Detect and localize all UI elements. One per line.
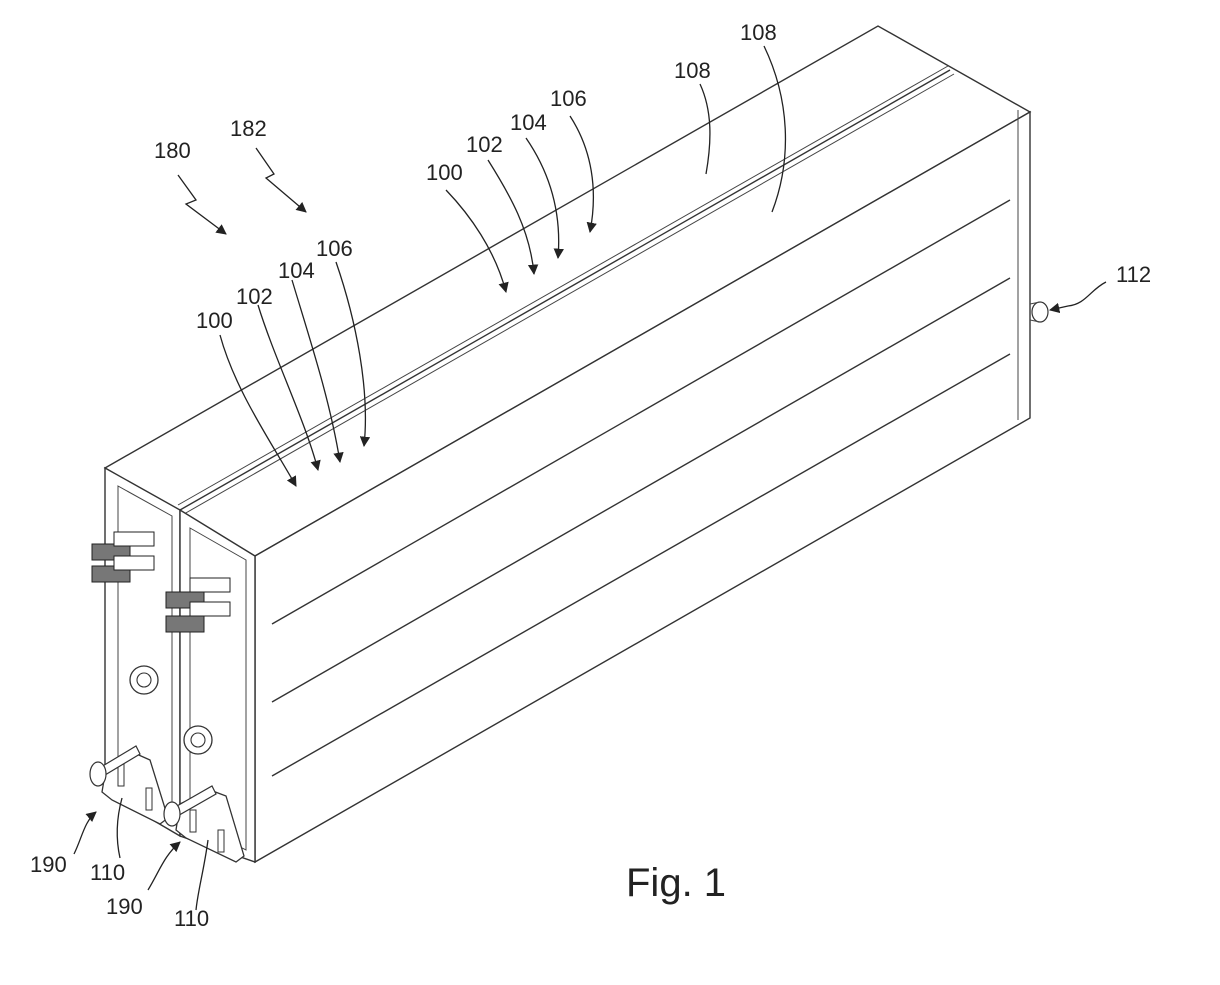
label-top-100: 100 <box>426 160 463 185</box>
label-front-100: 100 <box>196 308 233 333</box>
post-190-b <box>164 802 180 826</box>
label-190-a: 190 <box>30 852 67 877</box>
label-110-b: 110 <box>174 906 209 931</box>
label-top-106: 106 <box>550 86 587 111</box>
terminal-182 <box>184 726 212 754</box>
label-top-104: 104 <box>510 110 547 135</box>
terminal-180 <box>130 666 158 694</box>
label-108-a: 108 <box>674 58 711 83</box>
label-top-102: 102 <box>466 132 503 157</box>
label-front-106: 106 <box>316 236 353 261</box>
post-190-a <box>90 762 106 786</box>
label-front-102: 102 <box>236 284 273 309</box>
label-190-b: 190 <box>106 894 143 919</box>
label-front-104: 104 <box>278 258 315 283</box>
label-112: 112 <box>1116 262 1151 287</box>
label-108-b: 108 <box>740 20 777 45</box>
label-182: 182 <box>230 116 267 141</box>
label-180: 180 <box>154 138 191 163</box>
label-110-a: 110 <box>90 860 125 885</box>
rear-connector <box>1030 302 1048 322</box>
figure-caption: Fig. 1 <box>626 861 726 905</box>
